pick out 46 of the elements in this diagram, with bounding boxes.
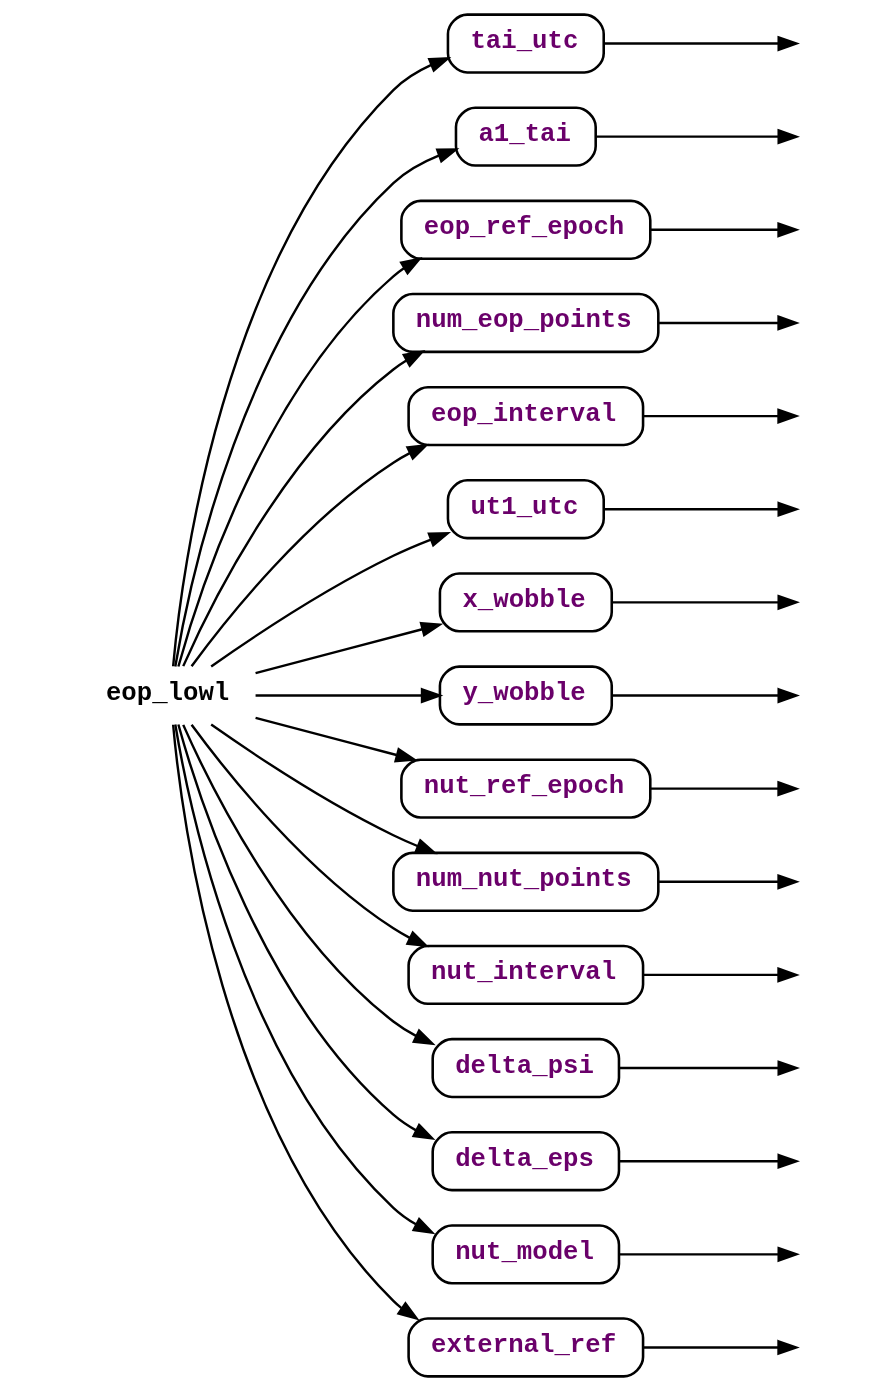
node-box: delta_psi <box>430 1037 620 1099</box>
arrow <box>642 967 800 983</box>
arrow <box>171 56 451 667</box>
node-box: x_wobble <box>438 572 613 633</box>
node-box: external_ref <box>406 1317 644 1378</box>
arrow <box>611 687 800 704</box>
arrow <box>658 873 800 890</box>
node-box: eop_interval <box>406 385 644 447</box>
arrow <box>254 716 418 763</box>
arrow <box>210 723 438 855</box>
arrow <box>176 256 423 667</box>
node-box: nut_ref_epoch <box>399 758 652 819</box>
arrow <box>181 724 436 1046</box>
arrow <box>173 148 459 667</box>
arrow <box>618 1246 800 1263</box>
arrow <box>255 687 443 704</box>
node-box: tai_utc <box>446 13 605 74</box>
arrow <box>618 1153 800 1170</box>
arrow <box>642 1339 800 1356</box>
node-box: nut_model <box>430 1224 620 1285</box>
arrow <box>603 35 800 52</box>
arrow <box>603 501 800 518</box>
arrow <box>611 594 800 611</box>
arrow <box>190 443 429 667</box>
node-box: y_wobble <box>438 665 613 726</box>
arrow <box>658 315 800 331</box>
arrow <box>190 724 429 948</box>
node-box: delta_eps <box>430 1131 620 1192</box>
node-box: nut_interval <box>406 944 644 1006</box>
arrow <box>650 780 800 797</box>
arrow <box>176 724 435 1140</box>
arrow <box>618 1060 800 1076</box>
arrow <box>173 724 435 1235</box>
arrow <box>642 408 800 424</box>
arrow <box>210 532 451 668</box>
node-box: a1_tai <box>454 106 597 167</box>
node-box: num_eop_points <box>391 292 660 354</box>
node-box: ut1_utc <box>446 479 605 540</box>
arrow <box>254 621 443 675</box>
arrow <box>171 724 420 1321</box>
node-text: eop_lowl <box>105 679 229 708</box>
arrow <box>595 128 800 145</box>
arrow <box>181 350 425 667</box>
node-box: num_nut_points <box>391 851 660 912</box>
node-box: eop_ref_epoch <box>399 199 652 260</box>
arrow <box>650 221 800 238</box>
